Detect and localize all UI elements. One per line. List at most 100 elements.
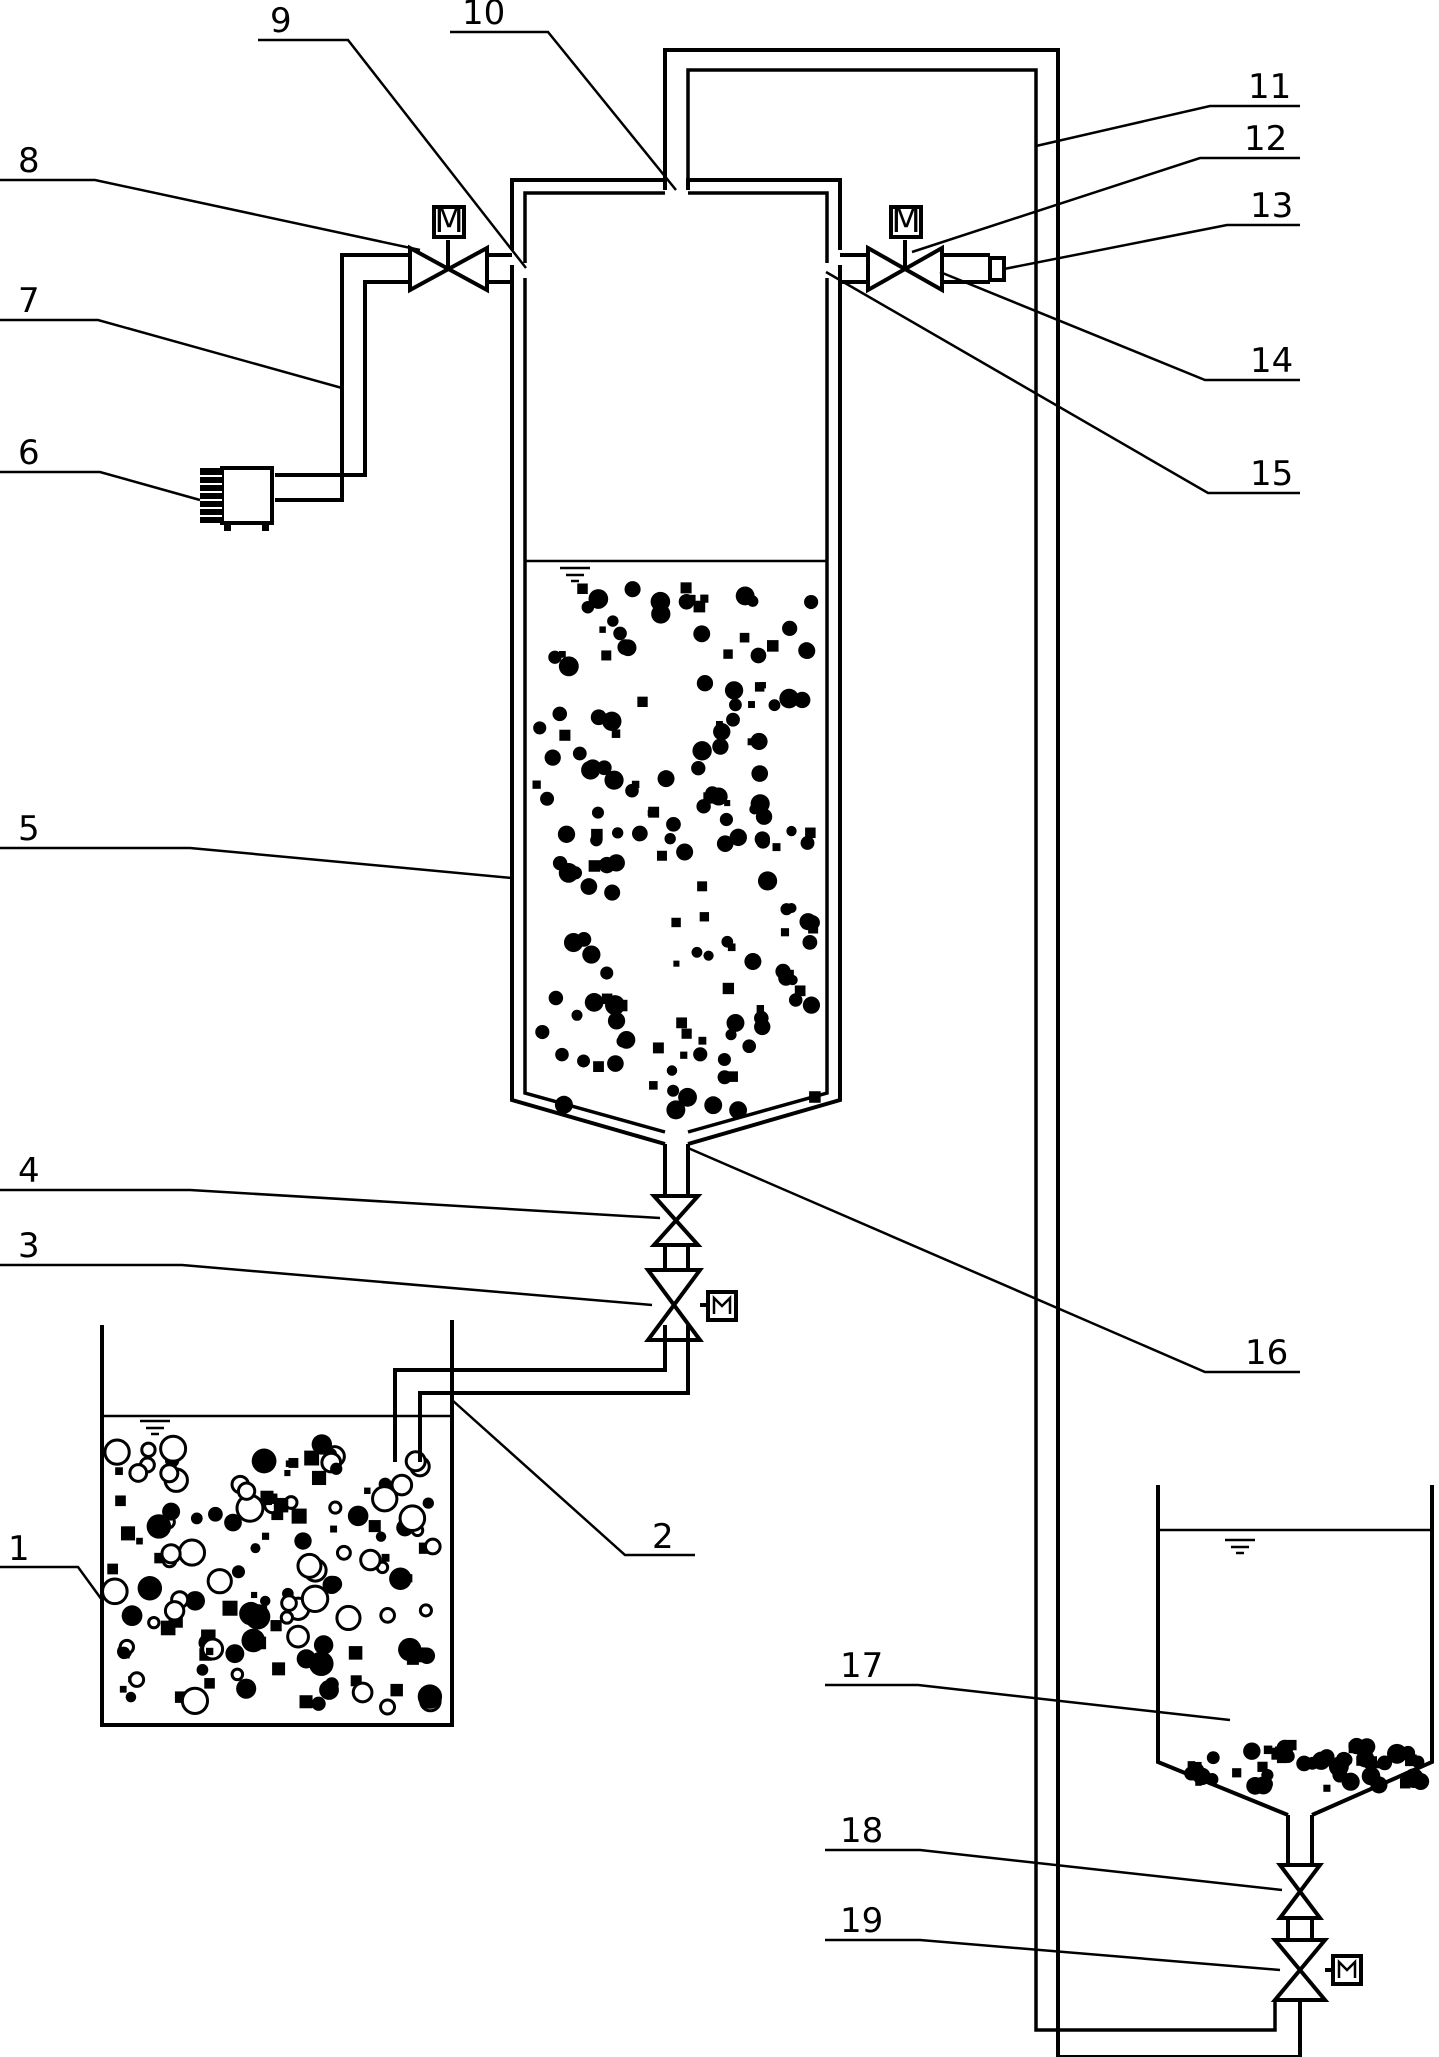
particle	[206, 1568, 233, 1595]
particle	[607, 1055, 624, 1072]
particle	[204, 1678, 215, 1689]
return-pipe	[663, 48, 1302, 2057]
particle	[756, 1005, 765, 1013]
particle	[588, 589, 609, 609]
particle	[1341, 1772, 1360, 1791]
particle	[719, 812, 734, 827]
tank17-particles	[1184, 1737, 1430, 1795]
label-12: 12	[1244, 119, 1287, 159]
particle	[754, 1018, 771, 1036]
particle	[159, 1463, 180, 1484]
particle	[750, 794, 770, 814]
label-5: 5	[18, 809, 40, 849]
particle	[350, 1675, 362, 1687]
particle	[348, 1646, 363, 1660]
particle	[607, 615, 619, 627]
particle	[611, 827, 624, 839]
particle	[251, 1448, 277, 1474]
particle	[1206, 1751, 1220, 1765]
particle	[1305, 1756, 1319, 1770]
particle	[596, 760, 612, 776]
valve-19-motorized	[1270, 1938, 1363, 2002]
particle	[120, 1526, 136, 1541]
valve-12-motorized: M	[866, 201, 944, 294]
particle	[224, 1513, 242, 1532]
particle	[584, 993, 604, 1012]
particle	[236, 1678, 257, 1699]
particle	[600, 966, 614, 980]
label-1: 1	[8, 1529, 30, 1569]
label-14: 14	[1250, 341, 1293, 381]
particle	[552, 856, 568, 871]
particle	[723, 649, 733, 659]
particle	[330, 1525, 338, 1533]
particle	[656, 850, 667, 861]
particle	[750, 732, 768, 751]
particle	[742, 1039, 757, 1054]
particle	[163, 1600, 186, 1622]
particle	[115, 1467, 123, 1475]
particle	[533, 721, 547, 735]
particle	[1345, 1757, 1352, 1764]
particle	[328, 1500, 343, 1515]
particle	[757, 871, 778, 891]
particle	[584, 759, 602, 777]
particle	[174, 1691, 187, 1703]
particle	[559, 729, 571, 741]
particle	[724, 681, 744, 700]
particle	[1257, 1761, 1268, 1772]
label-11: 11	[1248, 67, 1291, 107]
valve-8-motorized: M	[408, 201, 489, 294]
column-level-symbol	[560, 566, 590, 583]
particle	[678, 1087, 697, 1107]
particle	[647, 809, 654, 817]
particle	[571, 1009, 583, 1021]
particle	[1401, 1771, 1415, 1785]
air-pipe	[275, 253, 512, 502]
particle	[651, 808, 658, 815]
particle	[772, 843, 781, 852]
particle	[582, 945, 601, 964]
label-10: 10	[462, 0, 505, 33]
particle	[615, 999, 628, 1012]
particle	[563, 933, 584, 953]
particle	[1271, 1747, 1284, 1760]
particle	[619, 639, 637, 657]
feed-tank	[100, 1320, 454, 1727]
particle	[725, 1029, 737, 1041]
particle	[250, 1543, 261, 1554]
particle	[607, 1012, 626, 1030]
particle	[794, 691, 811, 709]
particle	[727, 943, 736, 952]
particle	[722, 982, 735, 995]
particle	[693, 600, 706, 613]
reaction-column	[510, 178, 842, 1146]
particle	[296, 1552, 323, 1579]
leader-lines	[0, 30, 1300, 1972]
label-4: 4	[18, 1151, 40, 1191]
particle	[676, 1017, 688, 1029]
particle	[284, 1469, 291, 1477]
particle	[705, 786, 720, 801]
tank17-outlet-pipe	[1286, 1815, 1314, 1940]
particle	[804, 594, 819, 610]
particle	[1205, 1772, 1219, 1786]
particle	[1365, 1756, 1377, 1769]
particle	[121, 1605, 143, 1627]
particle	[699, 912, 710, 922]
particle	[271, 1508, 284, 1521]
particle	[802, 996, 821, 1014]
particle	[122, 1651, 130, 1659]
particle	[304, 1450, 320, 1466]
particle	[222, 1600, 238, 1616]
particle	[1370, 1776, 1388, 1794]
tank1-particles	[100, 1434, 443, 1716]
label-16: 16	[1245, 1333, 1288, 1373]
particle	[664, 833, 676, 845]
label-6: 6	[18, 433, 40, 473]
particle	[559, 650, 566, 658]
label-18: 18	[840, 1811, 883, 1851]
label-2: 2	[652, 1517, 674, 1557]
particle	[780, 903, 793, 916]
